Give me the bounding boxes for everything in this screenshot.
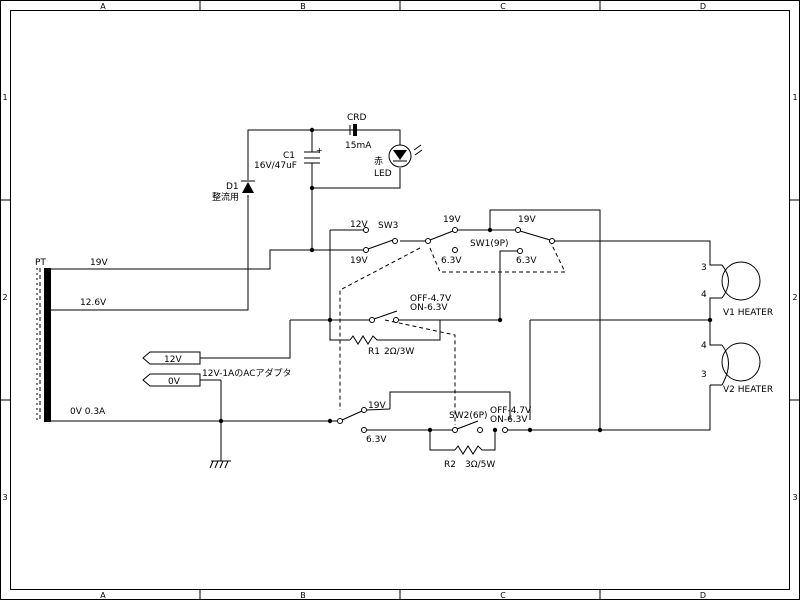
sw1-label: SW1(9P): [470, 239, 509, 249]
c1-value: 16V/47uF: [254, 161, 297, 171]
r1-label: R1: [368, 347, 380, 357]
column-c-top: C: [500, 2, 506, 11]
adapter-12v-label: 12V: [164, 355, 182, 365]
column-b-top: B: [300, 2, 306, 11]
column-b-bottom: B: [300, 591, 306, 600]
sw-b-19v-label: 19V: [368, 401, 386, 411]
sw2-switch: SW2(6P) OFF-4.7V ON-6.3V: [449, 406, 532, 433]
adapter-label: 12V-1AのACアダプタ: [202, 367, 292, 379]
wiring: [51, 129, 722, 469]
r2-resistor: R2 3Ω/5W: [444, 445, 495, 470]
v1-heater: 3 4 V1 HEATER: [701, 261, 773, 318]
crd-diode: CRD 15mA: [345, 113, 372, 151]
sw2-off-label: OFF-4.7V: [490, 406, 532, 416]
sw2-on-label: ON-6.3V: [490, 415, 528, 425]
sw-a-off-label: OFF-4.7V: [410, 294, 452, 304]
led: 赤 LED: [374, 144, 423, 179]
column-d-bottom: D: [700, 591, 706, 600]
crd-value: 15mA: [345, 141, 372, 151]
column-d-top: D: [700, 2, 706, 11]
adapter-terminals: 12V 0V 12V-1AのACアダプタ: [142, 351, 292, 387]
v2-label: V2 HEATER: [723, 385, 773, 395]
r2-value: 3Ω/5W: [465, 460, 495, 470]
row-1-left: 1: [2, 93, 7, 102]
sw1-19v-a-label: 19V: [443, 215, 461, 225]
v2-heater: 4 3 V2 HEATER: [701, 341, 773, 395]
row-3-right: 3: [792, 493, 797, 502]
sw1-switch: 19V SW1(9P) 6.3V 19V 6.3V: [425, 215, 555, 266]
tap-0v-label: 0V 0.3A: [70, 407, 106, 417]
row-3-left: 3: [2, 493, 7, 502]
sw1-19v-b-label: 19V: [518, 215, 536, 225]
row-1-right: 1: [792, 93, 797, 102]
v1-pin3-label: 3: [701, 263, 707, 273]
v1-pin4-label: 4: [701, 290, 707, 300]
sw3-label: SW3: [378, 221, 398, 231]
column-a-top: A: [100, 2, 106, 11]
sw-a-on-label: ON-6.3V: [410, 303, 448, 313]
sw1-63v-a-label: 6.3V: [441, 256, 462, 266]
d1-description: 整流用: [212, 191, 239, 203]
c1-capacitor: + C1 16V/47uF: [254, 146, 323, 171]
c1-label: C1: [283, 151, 295, 161]
junctions: [218, 127, 713, 433]
crd-label: CRD: [347, 113, 367, 123]
sw-a-switch: OFF-4.7V ON-6.3V: [369, 294, 452, 323]
sw1-63v-b-label: 6.3V: [516, 256, 537, 266]
led-label: LED: [374, 169, 392, 179]
row-2-left: 2: [2, 293, 7, 302]
adapter-0v-label: 0V: [168, 377, 181, 387]
tap-19v-label: 19V: [90, 258, 108, 268]
r1-resistor: R1 2Ω/3W: [349, 335, 414, 357]
power-transformer: PT 19V 12.6V 0V 0.3A: [35, 258, 108, 422]
sw2-label: SW2(6P): [449, 411, 488, 421]
svg-text:+: +: [316, 146, 323, 155]
switch-linkage: [339, 240, 566, 425]
r1-value: 2Ω/3W: [384, 347, 414, 357]
transformer-label: PT: [35, 258, 46, 268]
v2-pin4-label: 4: [701, 341, 707, 351]
v2-pin3-label: 3: [701, 370, 707, 380]
r2-label: R2: [444, 460, 456, 470]
column-c-bottom: C: [500, 591, 506, 600]
row-2-right: 2: [792, 293, 797, 302]
sw3-19v-label: 19V: [350, 256, 368, 266]
sw3-switch: 12V SW3 19V: [350, 220, 398, 266]
transformer-core: [44, 268, 51, 422]
sw3-12v-label: 12V: [350, 220, 368, 230]
sw-b-switch: 19V 6.3V: [337, 401, 391, 445]
tap-12v6-label: 12.6V: [80, 298, 107, 308]
led-color-label: 赤: [374, 156, 383, 167]
d1-diode: D1 整流用: [212, 180, 255, 203]
sw-b-63v-label: 6.3V: [366, 435, 387, 445]
d1-label: D1: [226, 182, 239, 192]
column-a-bottom: A: [100, 591, 106, 600]
v1-label: V1 HEATER: [723, 308, 773, 318]
